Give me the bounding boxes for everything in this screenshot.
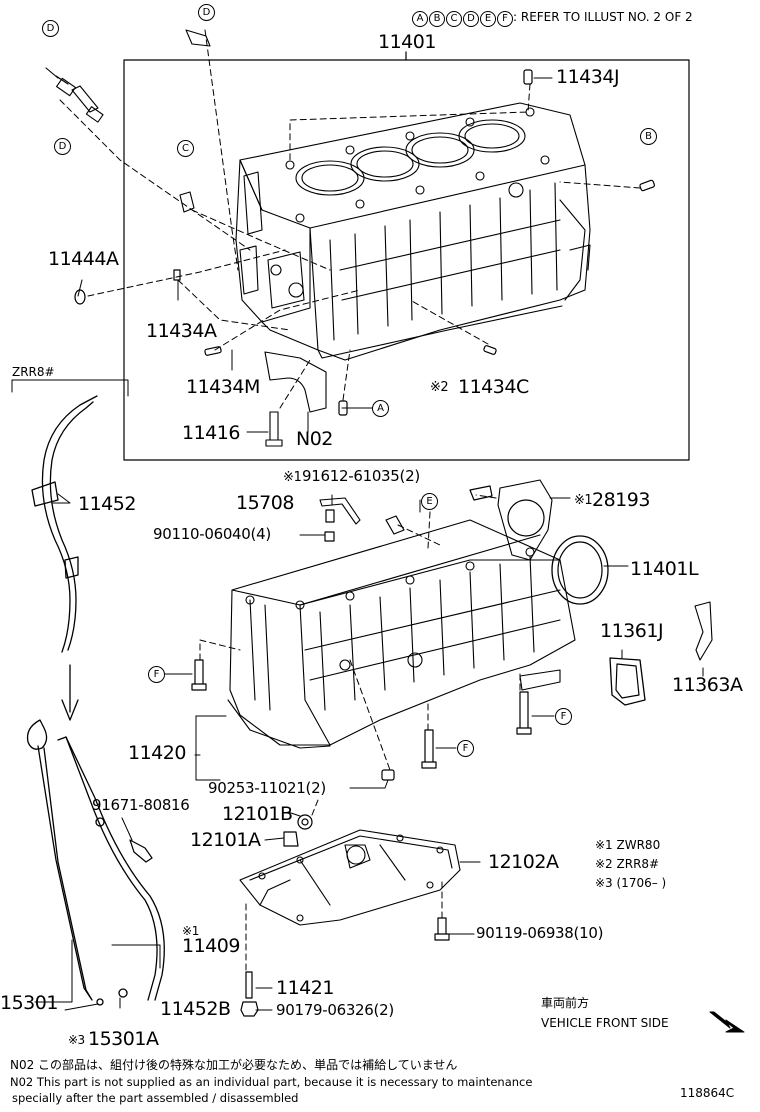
mark-1-28193: ※1 [574,493,593,508]
down-arrow [61,664,79,721]
variant-label: ZRR8# [12,365,55,379]
cylinder-block-drawing [235,102,591,361]
mark-1-11409: ※1 [182,924,200,938]
label-11434A[interactable]: 11434A [146,320,217,342]
label-15708[interactable]: 15708 [236,492,294,514]
label-12101B[interactable]: 12101B [222,803,293,825]
header-text: : REFER TO ILLUST NO. 2 OF 2 [513,10,693,24]
ref-e: E [480,11,496,27]
dipstick-drawing [26,719,165,1006]
label-11416[interactable]: 11416 [182,422,240,444]
label-12102A[interactable]: 12102A [488,851,559,873]
note-n02-jp: N02 この部品は、組付け後の特殊な加工が必要なため、単品では補給していません [10,1058,458,1072]
legend-1706: ※3 (1706– ) [595,876,667,890]
label-11434J[interactable]: 11434J [556,66,620,88]
label-11409[interactable]: 11409 [182,935,240,957]
label-11452[interactable]: 11452 [78,493,136,515]
oil-pan-drawing [239,829,461,926]
illustration-id: 118864C [680,1086,735,1100]
label-91612[interactable]: 91612-61035(2) [302,467,420,485]
label-90110[interactable]: 90110-06040(4) [153,525,271,543]
legend-zwr80: ※1 ZWR80 [595,838,661,852]
ref-d: D [463,11,479,27]
label-90253[interactable]: 90253-11021(2) [208,779,326,797]
callout-f-left[interactable]: F [148,666,165,683]
ref-a: A [412,11,428,27]
callout-f-right[interactable]: F [555,708,572,725]
label-11421[interactable]: 11421 [276,977,334,999]
label-11363A[interactable]: 11363A [672,674,743,696]
label-11444A[interactable]: 11444A [48,248,119,270]
label-12101A[interactable]: 12101A [190,829,261,851]
callout-d-left-top[interactable]: D [42,20,59,37]
note-n02-en-1: N02 This part is not supplied as an indi… [10,1075,533,1089]
callout-f-mid[interactable]: F [457,740,474,757]
label-11361J[interactable]: 11361J [600,620,664,642]
ref-b: B [429,11,445,27]
dashed-lines [59,29,641,971]
vehicle-front-en: VEHICLE FRONT SIDE [541,1016,669,1030]
label-N02[interactable]: N02 [296,428,333,450]
dipstick-guide-drawing [31,395,98,653]
label-11434C[interactable]: 11434C [458,376,529,398]
label-28193[interactable]: 28193 [592,489,650,511]
legend-zrr8: ※2 ZRR8# [595,857,660,871]
callout-e[interactable]: E [421,493,438,510]
callout-d-left-bottom[interactable]: D [54,138,71,155]
note-n02-en-2: specially after the part assembled / dis… [12,1091,299,1105]
label-11420[interactable]: 11420 [128,742,186,764]
ref-c: C [446,11,462,27]
mark-2-11434C: ※2 [430,380,449,395]
callout-a[interactable]: A [372,400,389,417]
label-91671[interactable]: 91671-80816 [92,796,190,814]
fittings-d [45,29,211,123]
label-90179[interactable]: 90179-06326(2) [276,1001,394,1019]
callout-b[interactable]: B [640,128,657,145]
label-11401[interactable]: 11401 [378,31,436,53]
mark-1-91612: ※1 [283,470,302,485]
vehicle-front-jp: 車両前方 [541,996,590,1010]
mark-3-15301A: ※3 [68,1033,85,1047]
label-90119[interactable]: 90119-06938(10) [476,924,604,942]
ref-f: F [497,11,513,27]
callout-d-top[interactable]: D [198,4,215,21]
label-11401L[interactable]: 11401L [630,558,699,580]
crankcase-drawing [227,519,576,749]
label-15301[interactable]: 15301 [0,992,58,1014]
label-15301A[interactable]: 15301A [88,1028,159,1050]
block-assembly-frame [123,59,690,461]
label-11452B[interactable]: 11452B [160,998,231,1020]
leader-lines [11,77,704,1011]
callout-c[interactable]: C [177,140,194,157]
label-11434M[interactable]: 11434M [186,376,260,398]
vehicle-front-arrow [709,1011,745,1033]
